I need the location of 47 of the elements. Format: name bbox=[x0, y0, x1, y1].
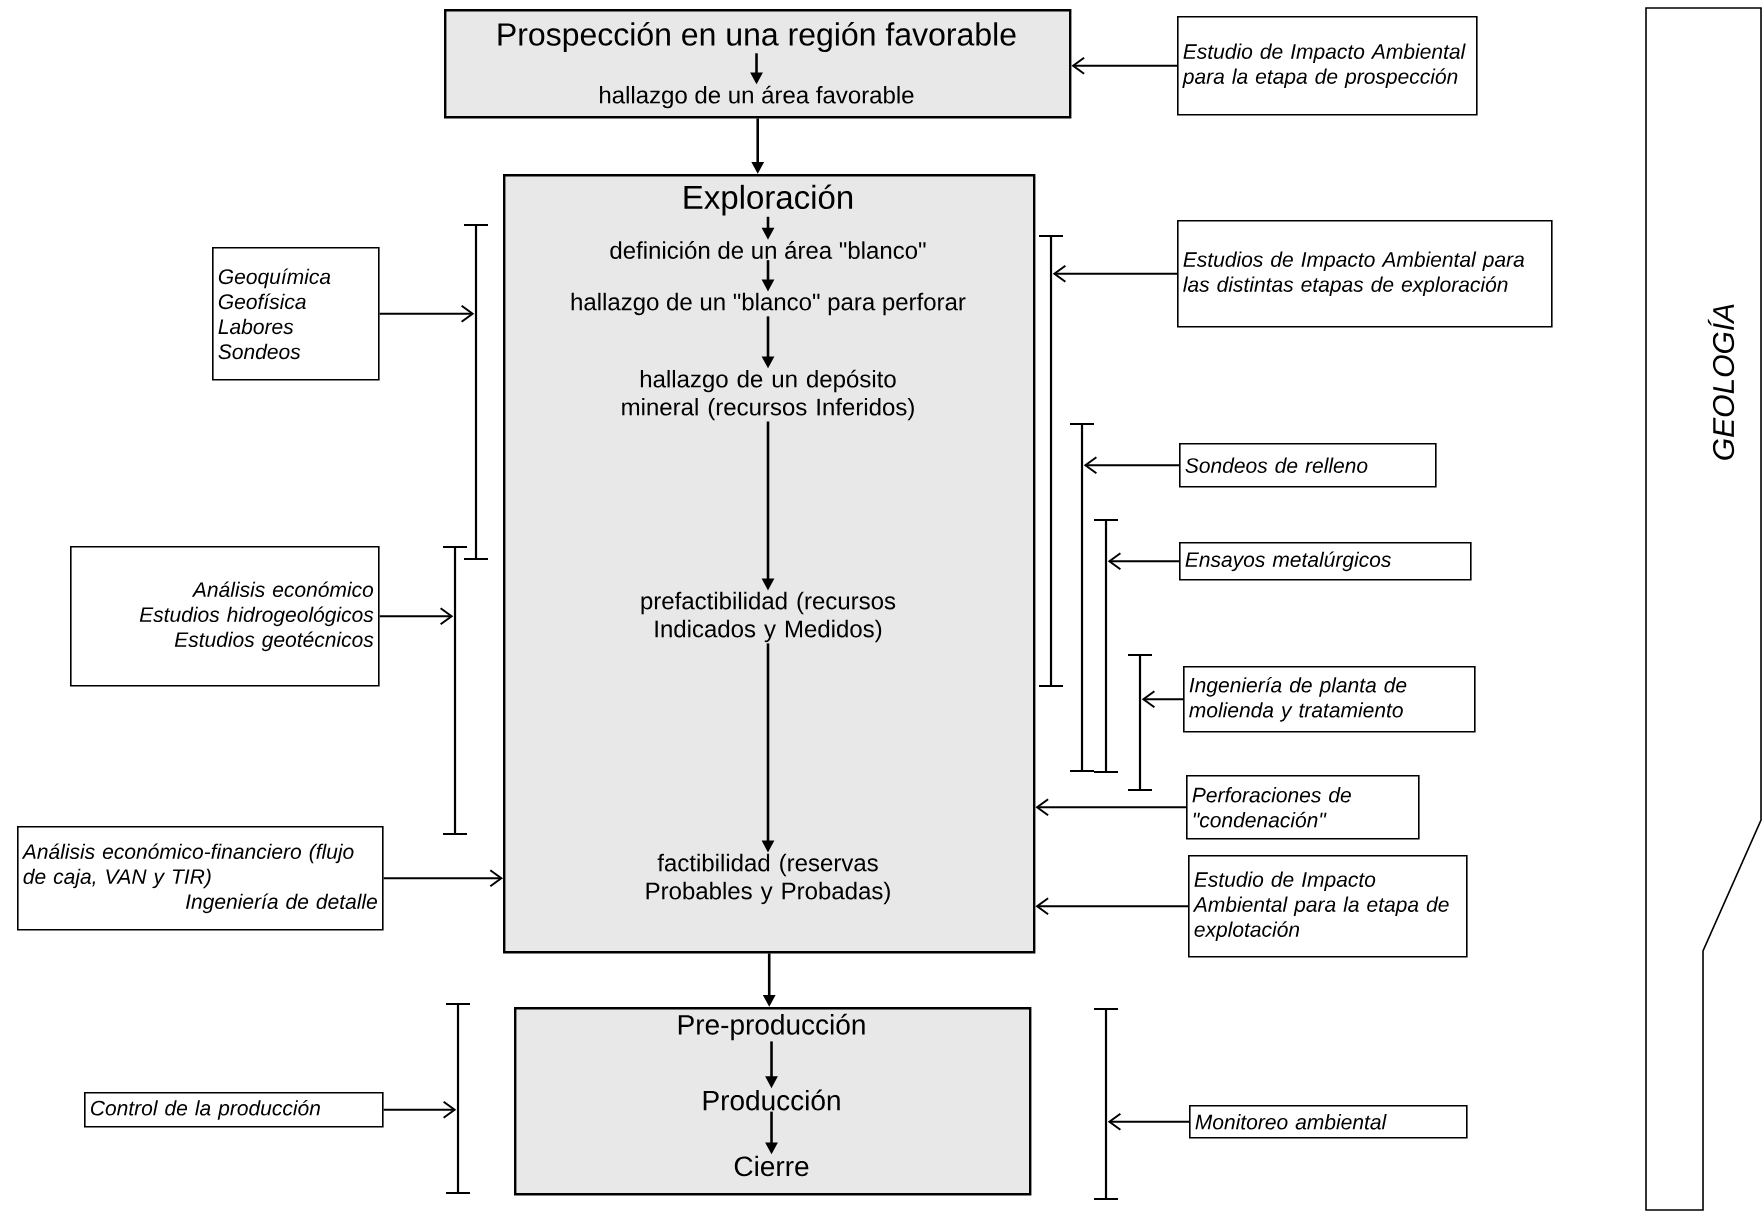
arrow bbox=[378, 304, 475, 323]
stage-text: hallazgo de un depósito mineral (recursos Inferidos) bbox=[622, 369, 914, 421]
text-box: Geoquímica Geofísica Labores Sondeos bbox=[212, 247, 380, 381]
stage-text: definición de un área "blanco" bbox=[610, 241, 926, 259]
span-bracket bbox=[441, 545, 469, 836]
discipline-band: GEOLOGÍA bbox=[1645, 7, 1762, 1211]
arrow bbox=[1052, 264, 1178, 283]
stage-text: Exploración bbox=[684, 184, 853, 216]
span-bracket bbox=[444, 1002, 472, 1195]
stage-box bbox=[514, 1007, 1032, 1196]
text-box: Estudios de Impacto Ambiental para las distintas etapas de exploración bbox=[1177, 220, 1553, 328]
stage-text: factibilidad (reservas Probables y Probadas) bbox=[646, 853, 890, 905]
text-box: Monitoreo ambiental bbox=[1189, 1105, 1468, 1139]
text-box: Ensayos metalúrgicos bbox=[1179, 542, 1472, 581]
stage-text: Prospección en una región favorable bbox=[498, 21, 1016, 53]
stage-text: Producción bbox=[703, 1089, 840, 1111]
text-box: Estudio de Impacto Ambiental para la etapa de explotación bbox=[1188, 855, 1468, 958]
arrow bbox=[1107, 1112, 1190, 1131]
span-bracket bbox=[1068, 422, 1096, 773]
stage-text: hallazgo de un "blanco" para perforar bbox=[571, 292, 966, 316]
arrow bbox=[1071, 56, 1178, 75]
stage-text: prefactibilidad (recursos Indicados y Medidos) bbox=[641, 591, 896, 643]
arrow bbox=[1083, 456, 1180, 475]
stage-text: Cierre bbox=[734, 1155, 809, 1177]
arrow bbox=[382, 869, 503, 888]
stage-text: Pre-producción bbox=[678, 1013, 865, 1041]
text-box: Análisis económico-financiero (flujo de caja, VAN y TIR) Ingeniería de detalle bbox=[17, 826, 384, 931]
span-bracket bbox=[1092, 518, 1120, 774]
arrow bbox=[1107, 552, 1180, 571]
text-box: Control de la producción bbox=[84, 1092, 384, 1128]
span-bracket bbox=[1037, 234, 1065, 688]
span-bracket bbox=[1126, 653, 1154, 792]
stage-box bbox=[444, 9, 1072, 119]
text-box: Estudio de Impacto Ambiental para la etapa de prospección bbox=[1177, 16, 1478, 116]
stage-box bbox=[503, 174, 1036, 954]
text-box: Perforaciones de "condenación" bbox=[1186, 775, 1420, 840]
text-box: Análisis económico Estudios hidrogeológicos Estudios geotécnicos bbox=[70, 546, 380, 687]
arrow bbox=[1035, 798, 1187, 817]
text-box: Sondeos de relleno bbox=[1179, 443, 1437, 488]
text-box: Ingeniería de planta de molienda y tratamiento bbox=[1183, 666, 1476, 733]
arrow bbox=[378, 607, 454, 626]
span-bracket bbox=[462, 223, 490, 561]
stage-text: hallazgo de un área favorable bbox=[600, 85, 914, 109]
arrow bbox=[382, 1100, 457, 1119]
span-bracket bbox=[1092, 1007, 1120, 1201]
arrow bbox=[1141, 690, 1184, 709]
arrow bbox=[1035, 897, 1189, 916]
